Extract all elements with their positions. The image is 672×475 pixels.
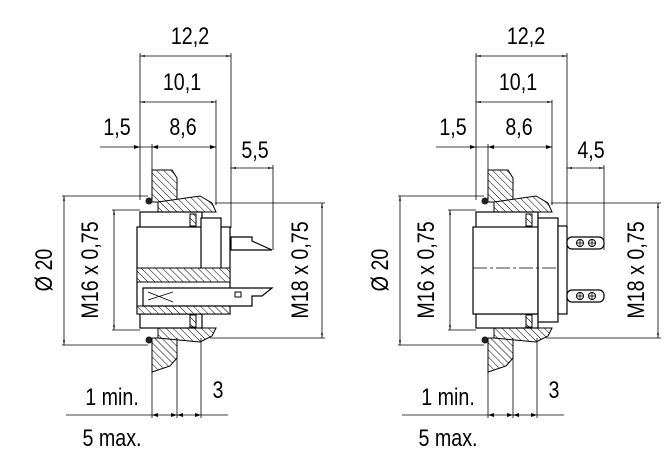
rear-insert bbox=[557, 225, 568, 315]
panel-max-label: 5 max. bbox=[82, 424, 141, 451]
panel-bottom bbox=[487, 337, 514, 373]
nut-top bbox=[157, 195, 217, 213]
pin-marker bbox=[234, 291, 242, 298]
panel-top bbox=[487, 169, 514, 203]
insulator-lower bbox=[136, 305, 231, 315]
nut-bottom bbox=[493, 327, 553, 343]
solder-cup-1 bbox=[566, 236, 605, 250]
dim-body-label: 10,1 bbox=[163, 68, 201, 95]
panel-min-label: 1 min. bbox=[421, 383, 475, 410]
contact-spring bbox=[147, 291, 174, 303]
ring-top bbox=[189, 213, 197, 227]
seal-top bbox=[481, 197, 489, 205]
insulator bbox=[136, 267, 231, 283]
dim-diameter-label: Ø 20 bbox=[30, 249, 57, 292]
dim-pin-label: 5,5 bbox=[241, 136, 268, 163]
drawing-pcb-version: 12,2 10,1 1,5 8,6 5,5 Ø 20 M16 x 0,75 M18 x 0,7… bbox=[30, 22, 325, 451]
seal-bottom bbox=[481, 336, 489, 344]
dim-thread-label: 8,6 bbox=[505, 113, 532, 140]
thread-rear-label: M18 x 0,75 bbox=[622, 221, 649, 318]
arrowheads bbox=[152, 413, 201, 417]
dim-diameter-label: Ø 20 bbox=[366, 249, 393, 292]
seal-top bbox=[145, 197, 153, 205]
panel-bottom bbox=[151, 337, 178, 373]
ring-bottom bbox=[525, 314, 533, 328]
nut-top bbox=[493, 195, 553, 213]
dim-overall-label: 12,2 bbox=[171, 22, 209, 49]
solder-cup-2 bbox=[566, 289, 605, 303]
dim-thread-label: 8,6 bbox=[169, 113, 196, 140]
seal-bottom bbox=[145, 336, 153, 344]
thread-front-label: M16 x 0,75 bbox=[76, 221, 103, 318]
pcb-pin bbox=[230, 236, 273, 251]
panel-min-label: 1 min. bbox=[85, 383, 139, 410]
nut-bottom bbox=[157, 327, 217, 343]
nut-thickness-label: 3 bbox=[213, 376, 224, 403]
drawing-solder-version: 12,2 10,1 1,5 8,6 4,5 Ø 20 M16 x 0,75 M18 x 0,7… bbox=[366, 22, 661, 451]
panel-top bbox=[151, 169, 178, 203]
dim-pin-label: 4,5 bbox=[577, 136, 604, 163]
contact-spring bbox=[147, 291, 174, 301]
nut-thickness-label: 3 bbox=[549, 376, 560, 403]
arrowheads bbox=[488, 413, 537, 417]
dim-flange-label: 1,5 bbox=[439, 113, 466, 140]
ring-top bbox=[525, 213, 533, 227]
flange bbox=[200, 217, 222, 271]
thread-front-label: M16 x 0,75 bbox=[412, 221, 439, 318]
contact-pin bbox=[142, 287, 274, 307]
thread-rear-label: M18 x 0,75 bbox=[286, 221, 313, 318]
dim-flange-label: 1,5 bbox=[103, 113, 130, 140]
dim-overall-label: 12,2 bbox=[507, 22, 545, 49]
ring-bottom bbox=[189, 314, 197, 328]
flange bbox=[537, 217, 559, 323]
dim-body-label: 10,1 bbox=[499, 68, 537, 95]
housing bbox=[472, 226, 539, 315]
panel-max-label: 5 max. bbox=[418, 424, 477, 451]
